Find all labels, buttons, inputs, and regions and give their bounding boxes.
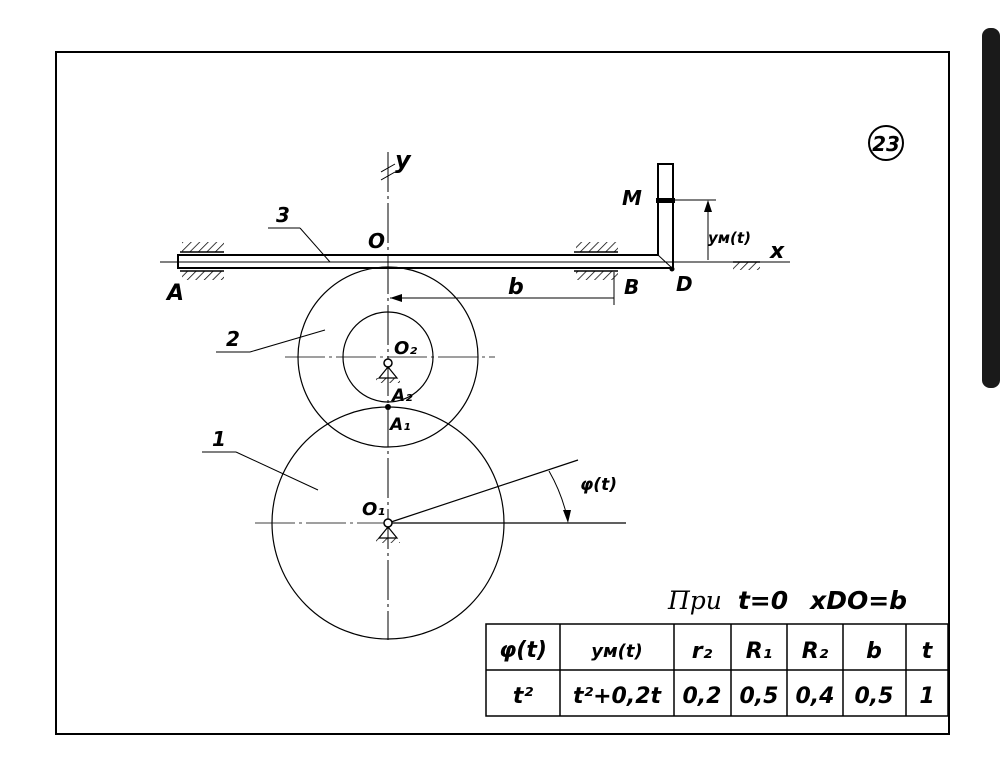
table-header-cell: yм(t) <box>591 641 643 662</box>
point-D-dot <box>669 266 675 272</box>
y-axis-label: y <box>395 146 412 174</box>
table-header-cell: R₂ <box>802 639 829 664</box>
table-value-cell: t²+0,2t <box>573 684 663 709</box>
O2-pivot <box>383 358 393 368</box>
point-D-label: D <box>676 272 693 296</box>
phi-label: φ(t) <box>580 475 617 495</box>
table-header-cell: b <box>866 639 882 664</box>
table-value-cell: 0,5 <box>740 684 779 709</box>
guide-hatch-left-top <box>180 242 224 253</box>
page-edge-tab <box>982 28 1000 388</box>
phi-rotating-line <box>387 459 579 524</box>
point-B-label: B <box>624 275 639 299</box>
center-O1-label: O₁ <box>362 499 385 520</box>
table-value-cell: t² <box>513 684 534 709</box>
phi-angle-arrow <box>563 510 571 523</box>
table-header-row: φ(t) yм(t) r₂ R₁ R₂ b t <box>499 638 934 664</box>
drawing-frame <box>55 51 950 735</box>
b-dim-arrow <box>390 294 402 302</box>
table-value-row: t² t²+0,2t 0,2 0,5 0,4 0,5 1 <box>513 684 935 709</box>
condition-text: При t=0 xDO=b <box>667 586 907 615</box>
x-axis-label: x <box>769 239 785 264</box>
table-header-cell: r₂ <box>692 639 713 664</box>
table-value-cell: 0,4 <box>796 684 835 709</box>
center-O2-label: O₂ <box>394 338 417 359</box>
table-value-cell: 0,5 <box>855 684 894 709</box>
problem-number-circle <box>868 125 904 161</box>
body-3-label: 3 <box>276 203 290 227</box>
body-3-bar <box>177 163 674 269</box>
point-A2-label: A₂ <box>390 386 413 406</box>
ym-dim-label: yм(t) <box>708 229 751 247</box>
table-header-cell: R₁ <box>746 639 773 664</box>
guide-hatch-right-bottom <box>574 270 618 280</box>
y-axis-tick <box>380 163 396 173</box>
guide-hatch-left-bottom <box>180 270 224 280</box>
O2-support-hatch <box>376 378 400 383</box>
table-header-cell: t <box>922 639 934 664</box>
ground-hatch-right <box>733 261 760 270</box>
table-value-cell: 1 <box>919 684 934 709</box>
point-A1-label: A₁ <box>388 415 411 435</box>
body-1-label: 1 <box>212 427 226 451</box>
guide-hatch-right-top <box>574 242 618 253</box>
ym-dim-arrow <box>704 200 712 212</box>
origin-label: O <box>368 229 385 253</box>
body-2-leader-diag <box>249 329 326 353</box>
point-M-label: M <box>622 186 642 210</box>
O1-support-hatch <box>376 538 400 543</box>
table-header-cell: φ(t) <box>499 638 547 663</box>
b-dim-label: b <box>508 275 524 300</box>
point-M-marker <box>656 198 675 203</box>
body-1-leader-diag <box>235 451 319 491</box>
problem-number: 23 <box>872 132 900 156</box>
y-axis-tick2 <box>380 171 396 181</box>
body-2-label: 2 <box>226 327 240 351</box>
parameter-table <box>485 623 949 717</box>
point-A-label: A <box>165 281 184 306</box>
O1-pivot <box>383 518 393 528</box>
table-value-cell: 0,2 <box>683 684 722 709</box>
body-3-leader-diag <box>299 227 331 263</box>
